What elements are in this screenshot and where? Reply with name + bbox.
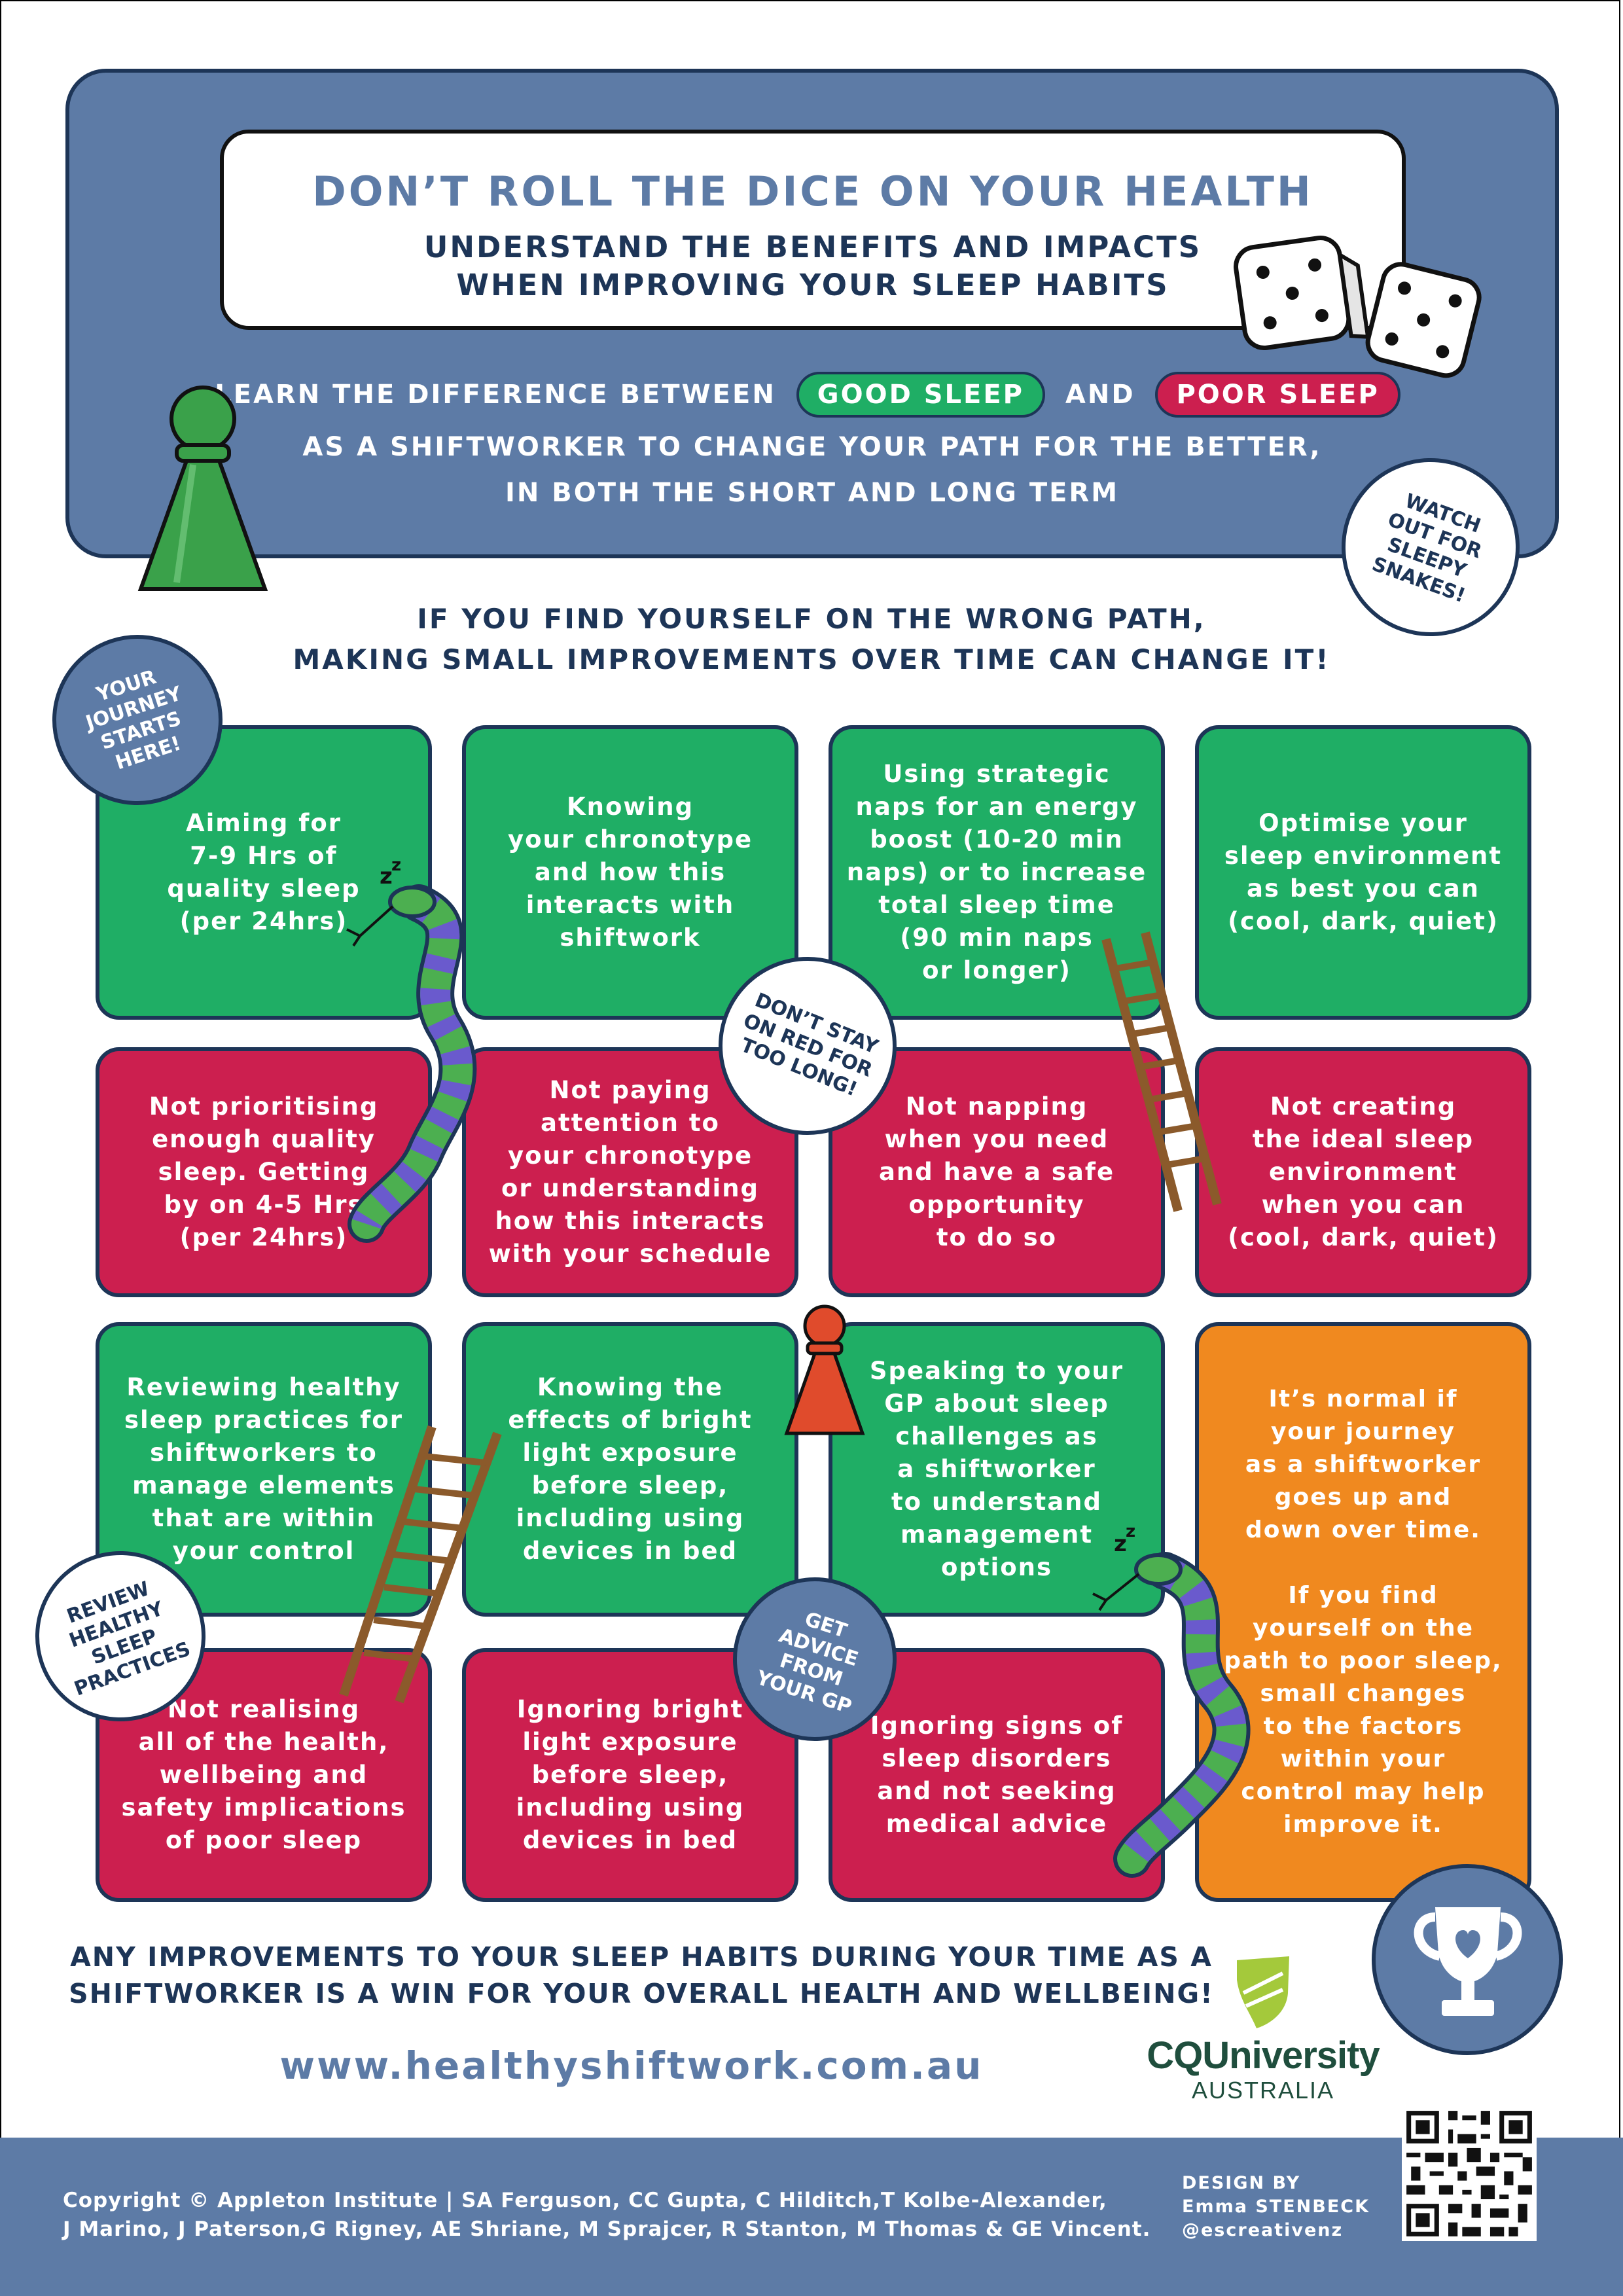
path-heading: IF YOU FIND YOURSELF ON THE WRONG PATH, … <box>0 599 1623 680</box>
tile-normal-journey: It’s normal if your journey as a shiftwo… <box>1195 1322 1531 1902</box>
cqu-logo: CQUniversity AUSTRALIA <box>1145 1954 1381 2104</box>
intro-line-2: AS A SHIFTWORKER TO CHANGE YOUR PATH FOR… <box>302 432 1322 462</box>
qr-code-icon[interactable] <box>1402 2106 1537 2241</box>
tile-good-environment: Optimise your sleep environment as best … <box>1195 725 1531 1020</box>
subtitle-line-1: UNDERSTAND THE BENEFITS AND IMPACTS <box>423 230 1202 264</box>
tile-poor-environment: Not creating the ideal sleep environment… <box>1195 1047 1531 1297</box>
dice-icon <box>1234 236 1482 378</box>
bottom-bar <box>0 2138 1623 2296</box>
trophy-icon <box>1414 1907 1522 2016</box>
trophy-badge <box>1372 1864 1563 2055</box>
tile-poor-chronotype: Not paying attention to your chronotype … <box>462 1047 798 1297</box>
ladder-icon <box>1101 931 1222 1212</box>
poor-sleep-pill: POOR SLEEP <box>1155 372 1400 418</box>
svg-text:z: z <box>1126 1522 1135 1541</box>
cqu-logo-name: CQUniversity <box>1147 2034 1380 2077</box>
snake-icon: z z <box>1092 1522 1251 1878</box>
svg-text:z: z <box>380 863 393 889</box>
tile-good-naps: Using strategic naps for an energy boost… <box>829 725 1165 1020</box>
copyright-text: Copyright © Appleton Institute | SA Ferg… <box>63 2189 1151 2241</box>
title-box: DON’T ROLL THE DICE ON YOUR HEALTH UNDER… <box>220 130 1406 330</box>
game-pawn-icon <box>784 1304 865 1435</box>
cqu-logo-icon <box>1237 1956 1289 2028</box>
path-heading-line-2: MAKING SMALL IMPROVEMENTS OVER TIME CAN … <box>293 643 1330 675</box>
website-link[interactable]: www.healthyshiftwork.com.au <box>279 2043 984 2088</box>
footer-message-line-2: SHIFTWORKER IS A WIN FOR YOUR OVERALL HE… <box>69 1978 1214 2009</box>
game-pawn-icon <box>137 386 268 591</box>
tile-poor-sleep-hours: Not prioritising enough quality sleep. G… <box>96 1047 432 1297</box>
intro-lead: LEARN THE DIFFERENCE BETWEEN <box>215 380 776 410</box>
tile-good-chronotype: Knowing your chronotype and how this int… <box>462 725 798 1020</box>
page-subtitle: UNDERSTAND THE BENEFITS AND IMPACTS WHEN… <box>224 228 1402 304</box>
subtitle-line-2: WHEN IMPROVING YOUR SLEEP HABITS <box>456 268 1169 302</box>
good-sleep-pill: GOOD SLEEP <box>796 372 1045 418</box>
tile-good-gp: Speaking to your GP about sleep challeng… <box>829 1322 1165 1617</box>
svg-text:z: z <box>1114 1531 1127 1557</box>
svg-text:z: z <box>391 855 401 875</box>
cqu-logo-sub: AUSTRALIA <box>1191 2077 1335 2104</box>
design-credit: DESIGN BY Emma STENBECK @escreativenz <box>1182 2173 1370 2240</box>
tile-good-bright-light: Knowing the effects of bright light expo… <box>462 1322 798 1617</box>
intro-and: AND <box>1065 380 1135 410</box>
snake-icon: z z <box>346 855 477 1243</box>
path-heading-line-1: IF YOU FIND YOURSELF ON THE WRONG PATH, <box>417 603 1206 635</box>
footer-message: ANY IMPROVEMENTS TO YOUR SLEEP HABITS DU… <box>65 1939 1217 2012</box>
tile-poor-bright-light: Ignoring bright light exposure before sl… <box>462 1648 798 1902</box>
ladder-icon <box>339 1425 502 1704</box>
intro-line-1: LEARN THE DIFFERENCE BETWEEN GOOD SLEEP … <box>65 372 1559 418</box>
intro-line-3: IN BOTH THE SHORT AND LONG TERM <box>505 478 1120 508</box>
footer-message-line-1: ANY IMPROVEMENTS TO YOUR SLEEP HABITS DU… <box>70 1941 1213 1973</box>
page-title: DON’T ROLL THE DICE ON YOUR HEALTH <box>312 168 1313 215</box>
